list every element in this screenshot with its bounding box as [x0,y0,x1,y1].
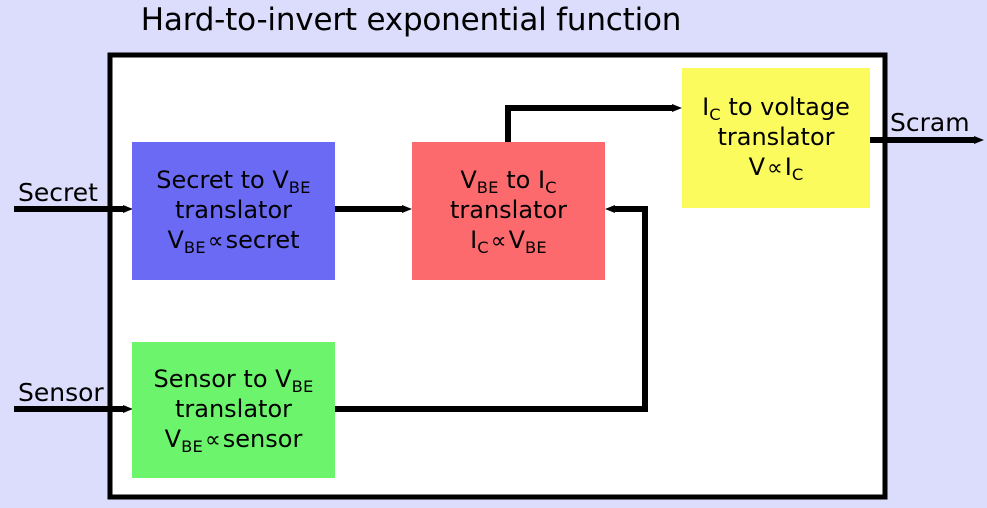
symbol-v: V [748,152,765,181]
proportional-to-icon: ∝ [766,155,783,181]
input-label-secret: Secret [18,178,98,207]
subscript-be: BE [291,376,314,396]
subscript-be: BE [524,237,547,257]
block-ic-to-voltage[interactable]: IC to voltage translator V∝IC [682,68,870,208]
block-vbe-to-ic[interactable]: VBE to IC translator IC∝VBE [412,142,605,280]
connector-to: to I [498,165,546,194]
subscript-be: BE [183,237,206,257]
block-sensor-line-1-text: Sensor to V [153,364,292,393]
term-secret: secret [225,225,300,254]
symbol-v: V [164,424,182,453]
subscript-be: BE [476,177,499,197]
block-secret-line-1-text: Secret to V [156,165,289,194]
input-label-sensor: Sensor [18,378,104,407]
symbol-v: V [460,165,477,194]
block-vbeic-line-1: VBE to IC [460,166,556,195]
symbol-v: V [508,225,525,254]
block-vbeic-line-2: translator [449,195,568,224]
connector-to-voltage: to voltage [720,92,850,121]
subscript-c: C [477,237,489,257]
subscript-c: C [791,164,804,184]
output-label-scram: Scram [890,108,970,137]
block-secret-to-vbe[interactable]: Secret to VBE translator VBE∝secret [132,142,335,280]
block-secret-line-1: Secret to VBE [156,166,310,195]
block-secret-line-2: translator [174,195,293,224]
symbol-i: I [702,92,710,121]
page-title: Hard-to-invert exponential function [140,2,682,38]
block-icvoltage-line-2: translator [717,122,835,151]
subscript-c: C [545,177,557,197]
symbol-i: I [784,152,792,181]
block-sensor-line-1: Sensor to VBE [154,365,314,394]
subscript-be: BE [181,436,203,456]
subscript-be: BE [288,177,311,197]
block-sensor-line-3: VBE∝sensor [165,424,303,455]
symbol-i: I [470,225,478,254]
block-sensor-to-vbe[interactable]: Sensor to VBE translator VBE∝sensor [132,342,335,478]
block-vbeic-line-3: IC∝VBE [470,225,547,256]
block-icvoltage-line-1: IC to voltage [702,93,850,122]
block-sensor-line-2: translator [174,394,293,423]
vbeic-to-icvoltage-arrow [505,104,682,142]
proportional-to-icon: ∝ [205,427,221,453]
subscript-c: C [709,104,721,124]
sensor-feedback-arrow [335,205,648,412]
term-sensor: sensor [222,424,303,453]
symbol-v: V [167,225,184,254]
proportional-to-icon: ∝ [207,228,224,254]
proportional-to-icon: ∝ [490,228,507,254]
block-secret-line-3: VBE∝secret [167,225,299,256]
block-icvoltage-line-3: V∝IC [749,152,804,183]
